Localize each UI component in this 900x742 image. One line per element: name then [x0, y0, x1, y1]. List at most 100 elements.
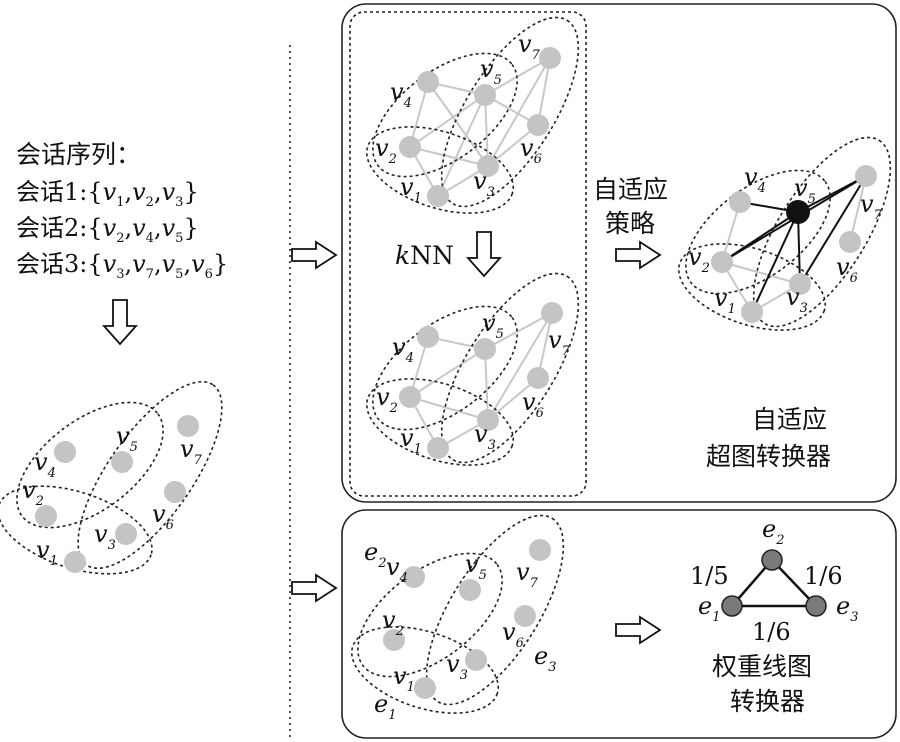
session-2-prefix: 会话2:{: [16, 214, 103, 242]
node-v2: [383, 629, 405, 651]
label-v1: v1: [400, 424, 422, 457]
node-v7: [855, 165, 877, 187]
session-1-line: 会话1:{v1,v2,v3}: [16, 178, 199, 210]
label-v5: v5: [116, 422, 138, 455]
label-v4: v4: [390, 78, 412, 111]
node-v6: [527, 367, 549, 389]
label-v2: v2: [375, 134, 397, 167]
label-v6: v6: [520, 134, 542, 167]
label-v3: v3: [446, 650, 468, 683]
weight-e1-e2: 1/5: [690, 562, 729, 590]
weighted-transformer-line1: 权重线图: [712, 652, 812, 681]
label-v3: v3: [474, 420, 496, 453]
adaptive-transformer-line1: 自适应: [752, 405, 827, 434]
arrow-to-weighted-panel: [291, 574, 337, 602]
node-v2: [35, 505, 57, 527]
hypergraph-after-knn: v4 v5 v7 v2 v6 v3 v1: [365, 272, 580, 466]
arrow-to-adaptive-panel: [291, 241, 337, 269]
node-v5: [459, 579, 481, 601]
session-1-prefix: 会话1:{: [16, 178, 103, 206]
node-v4: [417, 326, 439, 348]
adaptive-strategy-line1: 自适应: [593, 175, 668, 204]
session-sequence-block: 会话序列： 会话1:{v1,v2,v3} 会话2:{v2,v4,v5} 会话3:…: [16, 140, 228, 282]
node-v5: [474, 84, 496, 106]
label-v6: v6: [502, 618, 524, 651]
node-v3: [789, 273, 811, 295]
session-hypergraph: v4 v5 v7 v2 v6 v3 v1: [0, 380, 223, 575]
label-v5: v5: [482, 309, 504, 342]
hypergraph-before-knn: v4 v5 v7 v2 v6 v3 v1: [365, 16, 580, 214]
weighted-line-graph: e2 e1 e3 1/5 1/6 1/6: [690, 515, 858, 646]
node-v7: [539, 47, 561, 69]
label-v4: v4: [392, 333, 414, 366]
node-v4: [403, 566, 425, 588]
node-v7: [529, 539, 551, 561]
node-v4: [729, 191, 751, 213]
arrow-to-line-graph: [615, 616, 661, 644]
line-label-e3: e3: [836, 592, 858, 625]
label-v7: v7: [518, 30, 541, 63]
label-e2: e2: [364, 538, 386, 571]
weight-e2-e3: 1/6: [804, 562, 843, 590]
label-v7: v7: [860, 190, 883, 223]
node-v4: [417, 71, 439, 93]
down-arrow-to-hypergraph: [103, 299, 137, 345]
session-sequence-title: 会话序列：: [16, 140, 141, 169]
label-v6: v6: [522, 388, 544, 421]
adaptive-transformer-line2: 超图转换器: [706, 442, 831, 471]
node-v6: [839, 231, 861, 253]
node-v1: [414, 677, 436, 699]
node-v2: [399, 136, 421, 158]
knn-subpanel: [349, 11, 587, 497]
node-v7: [541, 302, 563, 324]
label-v3: v3: [473, 167, 495, 200]
label-v1: v1: [393, 662, 415, 695]
node-v2: [711, 251, 733, 273]
node-v5: [111, 451, 133, 473]
hyperedge-session-2: [16, 401, 164, 529]
session-3-line: 会话3:{v3,v7,v5,v6}: [16, 250, 228, 282]
node-v1: [427, 437, 449, 459]
node-v1: [427, 185, 449, 207]
label-v4: v4: [34, 448, 56, 481]
node-v7: [177, 415, 199, 437]
node-v1: [741, 301, 763, 323]
session-2-line: 会话2:{v2,v4,v5}: [16, 214, 199, 246]
label-v5: v5: [480, 55, 502, 88]
adaptive-strategy-line2: 策略: [605, 209, 655, 238]
node-v5-highlighted: [786, 200, 810, 224]
line-node-e1: [721, 595, 743, 617]
label-v7: v7: [180, 435, 203, 468]
label-v1: v1: [36, 536, 58, 569]
node-v2: [399, 386, 421, 408]
label-v4: v4: [744, 163, 766, 196]
weight-e1-e3: 1/6: [752, 618, 791, 646]
label-e1: e1: [374, 690, 396, 723]
node-v3: [477, 155, 499, 177]
hyperedge-e3: [425, 514, 565, 706]
node-v4: [54, 441, 76, 463]
label-v4: v4: [386, 553, 408, 586]
knn-down-arrow: [467, 231, 501, 277]
hypergraph-with-edges: v4 v5 v7 v2 v6 v3 v1 e2 e3 e1: [350, 514, 565, 723]
hyperedge-e1: [350, 626, 500, 714]
weighted-transformer-line2: 转换器: [730, 687, 805, 716]
label-v6: v6: [836, 253, 858, 286]
label-v3: v3: [94, 520, 116, 553]
node-v6: [527, 114, 549, 136]
node-v5: [474, 338, 496, 360]
node-v3: [477, 409, 499, 431]
label-v7: v7: [516, 558, 539, 591]
node-v6: [164, 481, 186, 503]
node-v3: [115, 523, 137, 545]
adaptive-strategy-arrow: [615, 241, 661, 269]
label-v3: v3: [786, 283, 808, 316]
line-node-e3: [805, 595, 827, 617]
label-v5: v5: [794, 174, 816, 207]
label-v2: v2: [688, 243, 710, 276]
line-label-e1: e1: [698, 592, 720, 625]
line-node-e2: [761, 549, 783, 571]
label-e3: e3: [534, 642, 556, 675]
